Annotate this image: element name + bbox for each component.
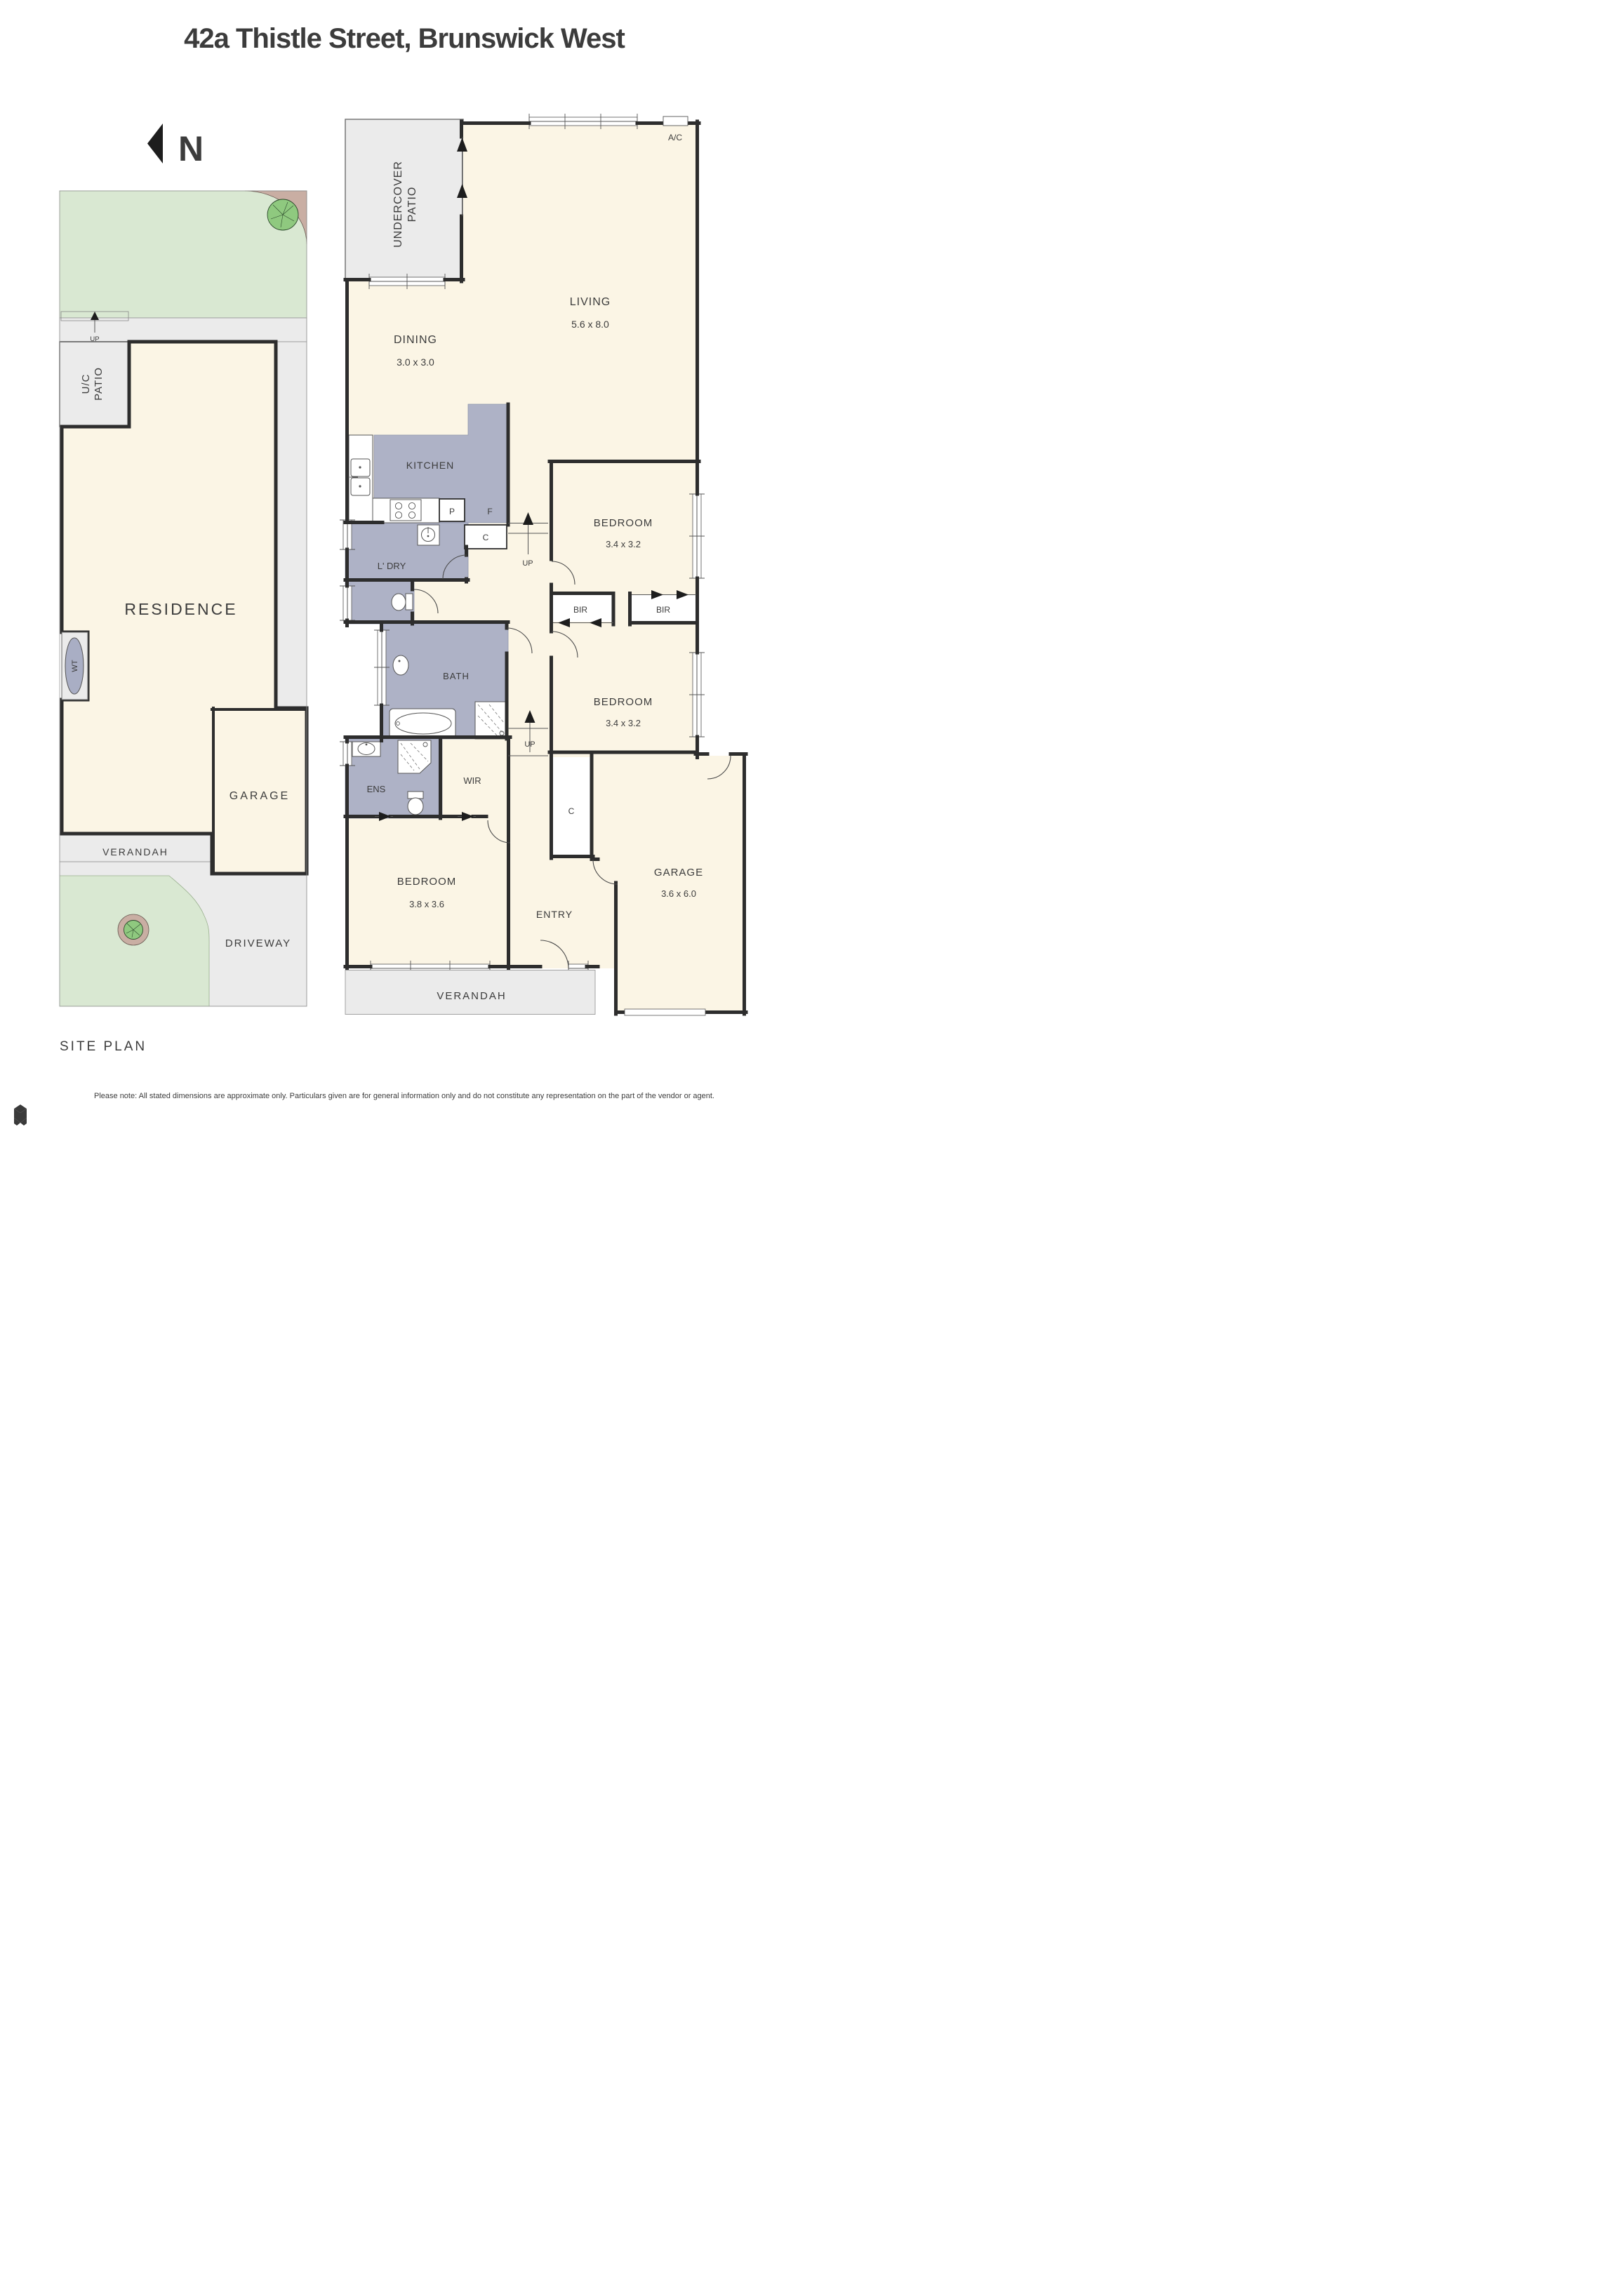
laundry-trough-icon [417,524,440,546]
footer-note: Please note: All stated dimensions are a… [94,1092,714,1100]
dining-label: DINING [394,334,437,346]
uc-patio-label-1: U/C [80,374,92,394]
side-path-right [275,341,307,709]
up-label: UP [524,740,535,749]
kitchen-sink-icon [350,458,371,496]
residence-label: RESIDENCE [124,600,237,618]
undercover-patio-label-2: PATIO [406,187,418,222]
tree-icon [117,914,149,946]
laundry-label: L' DRY [378,561,406,571]
up-label: UP [522,559,533,568]
page-title: 42a Thistle Street, Brunswick West [184,23,625,54]
ens-shower-icon [397,740,432,774]
site-garage-label: GARAGE [229,790,290,802]
driveway-label: DRIVEWAY [225,937,291,949]
laundry-floor [345,522,469,581]
bath-label: BATH [443,671,470,681]
bir-right-label: BIR [656,605,670,615]
ac-label: A/C [668,133,682,142]
side-path [59,317,307,342]
pantry-box [439,498,465,522]
bedroom3-dims: 3.8 x 3.6 [409,899,444,909]
bedroom2-dims: 3.4 x 3.2 [606,718,641,728]
bedroom2-label: BEDROOM [594,696,653,708]
fp-garage-dims: 3.6 x 6.0 [661,888,696,899]
north-letter: N [178,129,204,168]
house-footprint [345,121,746,1014]
doors [413,554,731,969]
wt-label: WT [71,660,79,672]
ens-basin-icon [352,741,381,757]
stairs-up-2: UP [508,710,548,756]
wir-label: WIR [463,775,481,786]
north-compass-icon: N [147,124,204,168]
pantry-label: P [449,507,455,516]
kitchen-cupboard-label: C [483,533,489,542]
hall-cupboard-label: C [568,806,575,816]
sliding-door [457,137,467,216]
dining-dims: 3.0 x 3.0 [397,356,434,368]
kitchen-label: KITCHEN [406,460,454,471]
bir-slider-arrows [553,590,696,627]
fp-verandah-label: VERANDAH [437,990,506,1002]
living-dims: 5.6 x 8.0 [571,319,609,330]
fp-verandah [345,970,596,1015]
ens-toilet-icon [407,791,424,815]
undercover-patio-label-1: UNDERCOVER [392,161,404,248]
walls [343,119,748,1016]
ens-label: ENS [367,784,386,794]
cavity-slider-arrows [375,812,476,821]
site-plan-label: SITE PLAN [60,1039,147,1054]
uc-patio-label-2: PATIO [93,367,105,401]
living-label: LIVING [570,296,611,308]
undercover-patio [345,119,464,282]
tree-icon [267,199,299,231]
cooktop-icon [390,499,422,521]
bathtub-icon [389,708,456,739]
site-verandah-label: VERANDAH [102,846,168,857]
fp-garage-label: GARAGE [654,867,703,879]
agency-logo [14,1104,27,1126]
bedroom1-label: BEDROOM [594,517,653,529]
toilet-icon [391,593,413,611]
floorplan-page: { "title": "42a Thistle Street, Brunswic… [0,0,808,1148]
floor-plan: UNDERCOVER PATIO [337,114,748,1016]
garage-door [624,1008,706,1016]
shower-icon [474,701,507,740]
up-label: UP [90,335,99,343]
bir-left-label: BIR [573,605,587,615]
kitchen-cupboard-box [464,524,507,549]
steps-up-arrow: UP [90,312,100,343]
entry-label: ENTRY [536,909,573,920]
back-lawn [59,190,307,319]
fridge-label: F [487,507,492,516]
ac-unit: A/C [663,116,688,142]
bath-basin-icon [392,655,409,676]
bedroom3-label: BEDROOM [397,876,457,888]
water-tank: WT [61,632,88,700]
stairs-up-1: UP [508,512,548,568]
bedroom1-dims: 3.4 x 3.2 [606,539,641,549]
site-plan: UP U/C PATIO WT RESIDENCE GARAGE [59,190,309,1054]
